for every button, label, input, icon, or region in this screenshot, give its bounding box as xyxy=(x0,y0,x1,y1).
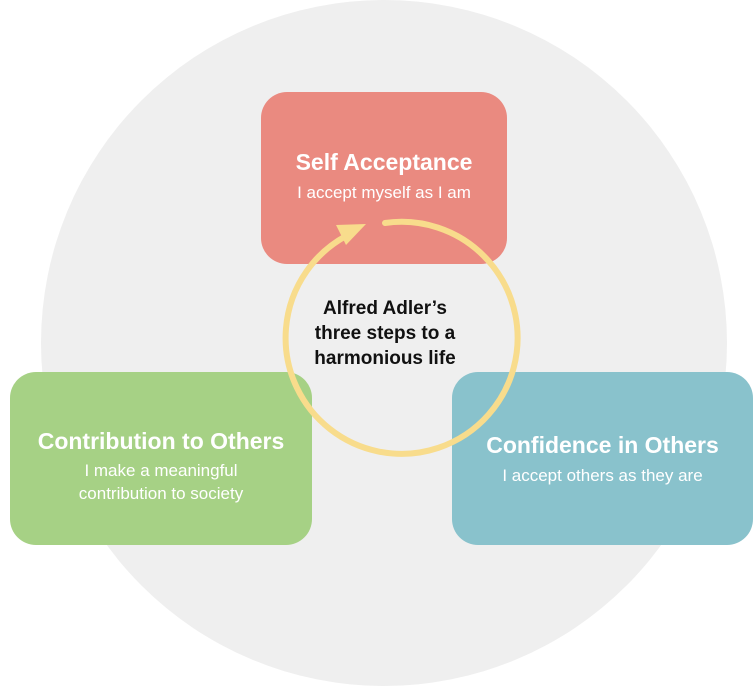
step-self-acceptance: Self Acceptance I accept myself as I am xyxy=(261,92,507,264)
center-caption-line-3: harmonious life xyxy=(314,348,456,369)
center-caption-line-2: three steps to a xyxy=(314,323,456,344)
step-self-acceptance-subtitle: I accept myself as I am xyxy=(297,183,471,202)
center-caption-line-1: Alfred Adler’s xyxy=(323,298,447,319)
step-contribution-to-others: Contribution to Others I make a meaningf… xyxy=(10,372,312,545)
step-confidence-subtitle: I accept others as they are xyxy=(502,466,703,485)
step-contribution-title: Contribution to Others xyxy=(37,428,285,454)
step-contribution-subtitle: I make a meaningful contribution to soci… xyxy=(78,461,244,503)
step-confidence-in-others: Confidence in Others I accept others as … xyxy=(452,372,753,545)
center-caption: Alfred Adler’s three steps to a harmonio… xyxy=(300,296,470,371)
step-confidence-title: Confidence in Others xyxy=(486,432,719,458)
step-self-acceptance-title: Self Acceptance xyxy=(295,149,473,175)
